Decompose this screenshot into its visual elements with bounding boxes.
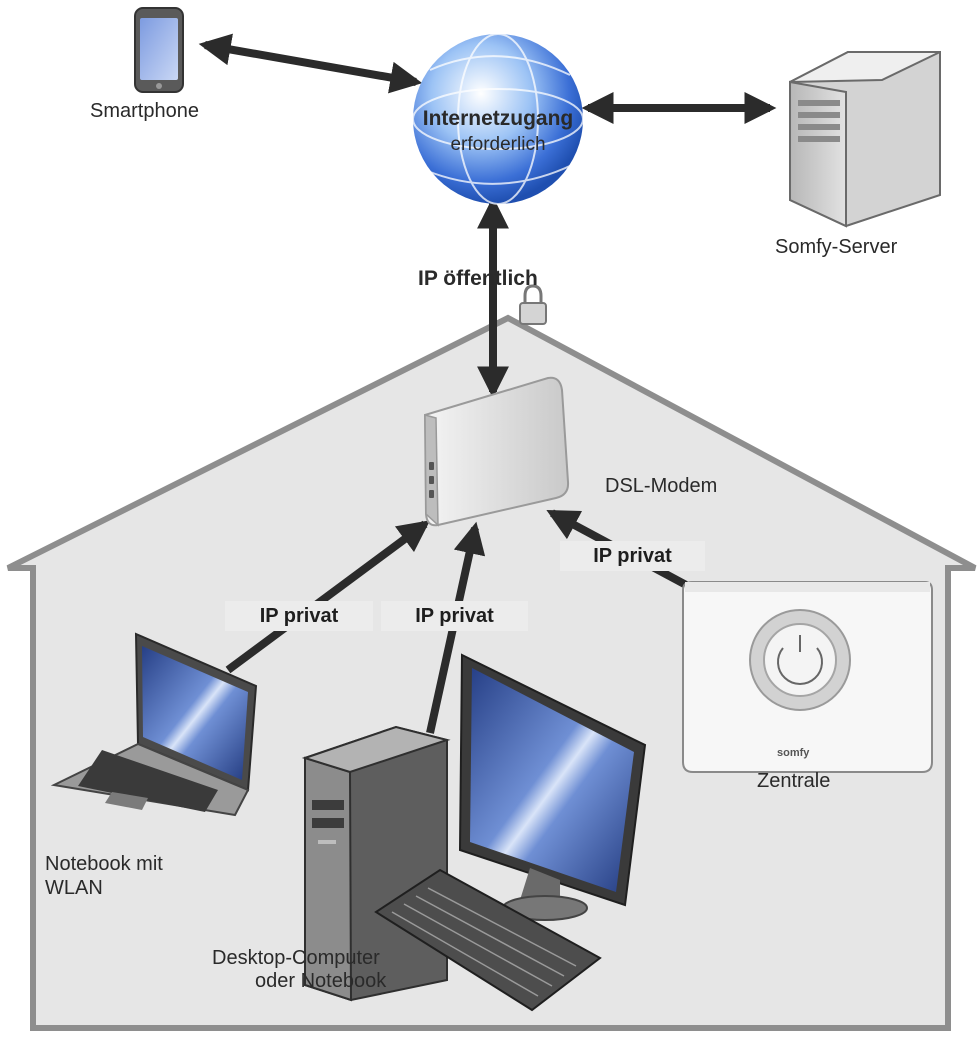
desktop-monitor-icon (458, 653, 647, 921)
smartphone-label: Smartphone (90, 100, 199, 122)
dsl-modem-label: DSL-Modem (605, 475, 718, 497)
globe-icon (412, 33, 584, 205)
desktop-label-line2: oder Notebook (255, 970, 387, 992)
notebook-label-line2: WLAN (45, 877, 103, 899)
desktop-label-line1: Desktop-Computer (212, 947, 380, 969)
zentrale-label: Zentrale (757, 770, 831, 792)
notebook-label-line1: Notebook mit (45, 853, 163, 875)
internet-label-line2: erforderlich (450, 134, 546, 155)
internet-label-line1: Internetzugang (422, 107, 574, 130)
ip-private-notebook-chip: IP privat (225, 601, 373, 631)
ip-private-desktop-chip: IP privat (381, 601, 528, 631)
somfy-logo: somfy (777, 747, 810, 759)
somfy-box-icon (682, 581, 933, 773)
smartphone-icon (134, 7, 184, 93)
arrow-smartphone-internet (198, 33, 423, 94)
somfy-server-label: Somfy-Server (775, 236, 898, 258)
laptop-icon (50, 632, 258, 817)
dsl-modem-icon (423, 376, 570, 527)
padlock-icon (519, 284, 547, 325)
ip-public-label: IP öffentlich (418, 267, 538, 290)
keyboard-icon (374, 868, 602, 1012)
ip-private-zentrale-chip: IP privat (560, 541, 705, 571)
arrow-notebook-modem (225, 520, 431, 674)
server-tower-icon (789, 51, 941, 228)
